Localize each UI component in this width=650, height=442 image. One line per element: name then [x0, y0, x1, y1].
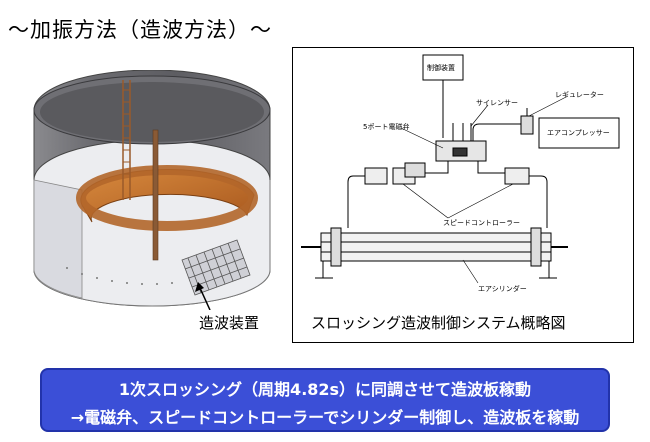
callout-line-2: →電磁弁、スピードコントローラーでシリンダー制御し、造波板を稼動	[70, 408, 580, 427]
compressor-label: エアコンプレッサー	[547, 129, 610, 137]
summary-callout: 1次スロッシング（周期4.82s）に同調させて造波板稼動 →電磁弁、スピードコン…	[40, 368, 610, 432]
silencer-label: サイレンサー	[476, 99, 518, 107]
tank-illustration	[22, 70, 277, 310]
page-title: ～加振方法（造波方法）～	[8, 18, 272, 42]
valve-label: 5ポート電磁弁	[363, 123, 410, 131]
speed-controller-label: スピードコントローラー	[443, 219, 520, 227]
controller-label: 制御装置	[427, 64, 455, 72]
schematic-diagram: 制御装置 サイレンサー レギュレーター エアコンプレッサー 5ポート電磁弁 スピ…	[292, 47, 634, 343]
diagram-caption: スロッシング造波制御システム概略図	[311, 314, 566, 332]
wave-maker-caption: 造波装置	[199, 314, 260, 332]
callout-line-1: 1次スロッシング（周期4.82s）に同調させて造波板稼動	[118, 380, 532, 399]
cylinder-label: エアシリンダー	[478, 285, 527, 293]
regulator-label: レギュレーター	[555, 91, 604, 99]
